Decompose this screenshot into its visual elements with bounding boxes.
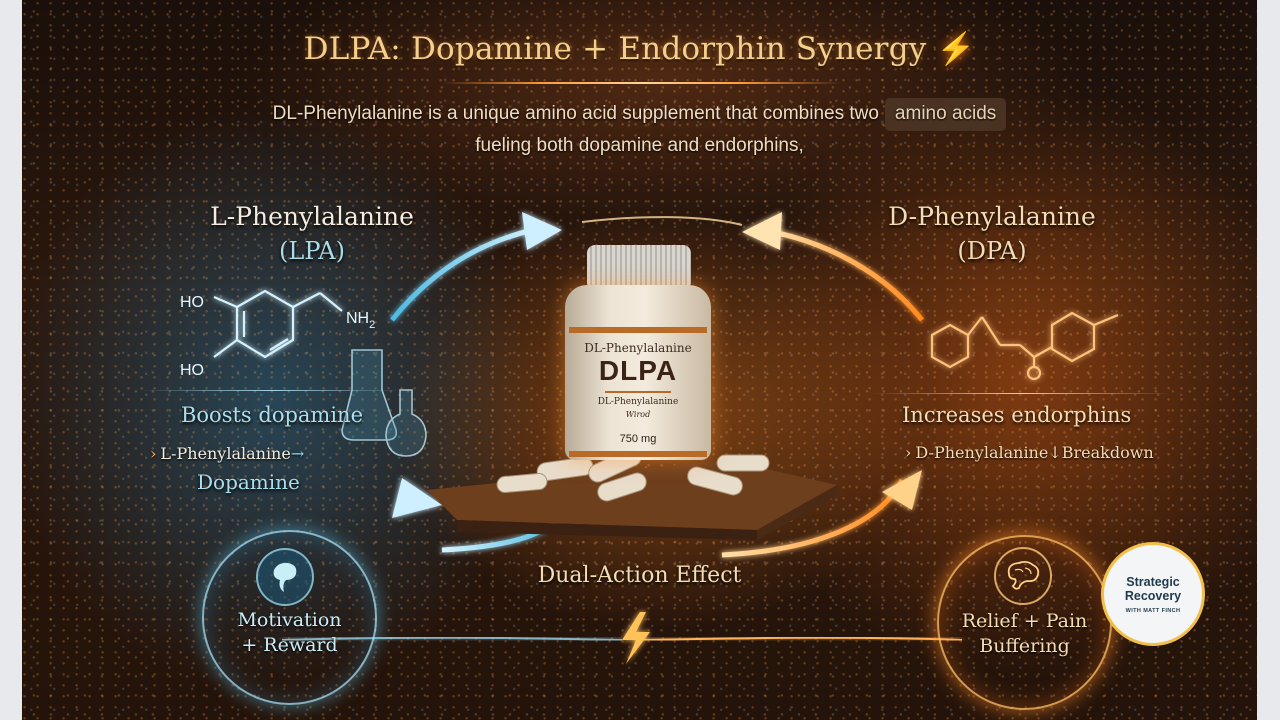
dopamine-molecule-diagram: HO HO NH2 (180, 289, 375, 379)
lpa-effect: Boosts dopamine (180, 403, 364, 427)
arrow-down-icon: ↓ (1048, 443, 1062, 462)
lightning-bolt-icon (622, 612, 650, 664)
lpa-pathway-target: Dopamine (197, 470, 300, 494)
dpa-abbr: (DPA) (957, 237, 1027, 265)
lpa-pathway: ›L-Phenylalanine→ (150, 444, 305, 463)
lightning-bolt-icon: ⚡ (936, 31, 976, 67)
intro-line-2: fueling both dopamine and endorphins, (475, 135, 804, 156)
amino-acids-tag: amino acids (884, 98, 1007, 131)
dpa-heading: D-Phenylalanine (DPA) (822, 200, 1162, 268)
strategic-recovery-logo: Strategic Recovery WITH MATT FINCH (1101, 542, 1205, 646)
hydroxyl-top-label: HO (180, 294, 204, 311)
dpa-divider (872, 393, 1172, 394)
title-divider (442, 82, 842, 84)
bottle-dose: 750 mg (619, 433, 657, 445)
hydroxyl-bottom-label: HO (180, 362, 204, 379)
chevron-right-icon: › (150, 444, 157, 463)
dlpa-bottle: DL-Phenylalanine DLPA DL-Phenylalanine W… (565, 245, 711, 460)
phenylalanine-molecule-diagram (930, 311, 1119, 381)
dpa-effect: Increases endorphins (902, 403, 1132, 427)
relief-pain-circle: Relief + Pain Buffering (937, 535, 1112, 710)
lpa-divider (142, 390, 402, 391)
dual-action-caption: Dual-Action Effect (537, 563, 742, 588)
lpa-abbr: (LPA) (279, 237, 345, 265)
infographic-canvas: DLPA: Dopamine + Endorphin Synergy ⚡ DL-… (22, 0, 1257, 720)
brain-icon (994, 547, 1052, 605)
dpa-pathway: ›D-Phenylalanine↓Breakdown (905, 443, 1154, 462)
brain-head-icon (256, 548, 314, 606)
intro-line-1: DL-Phenylalanine is a unique amino acid … (272, 103, 879, 124)
page-title: DLPA: Dopamine + Endorphin Synergy ⚡ (303, 31, 976, 67)
lpa-heading: L-Phenylalanine (LPA) (142, 200, 482, 268)
arrow-right-icon: → (290, 444, 305, 463)
motivation-reward-circle: Motivation + Reward (202, 530, 377, 705)
flask-icon (341, 349, 427, 457)
bottle-cap (587, 245, 691, 287)
bottle-brand: DLPA (598, 355, 678, 386)
chevron-right-icon: › (905, 443, 912, 462)
amine-label: NH2 (346, 310, 375, 331)
book-pedestal (427, 447, 837, 540)
intro-text: DL-Phenylalanine is a unique amino acid … (22, 98, 1257, 161)
bottle-label: DL-Phenylalanine DLPA DL-Phenylalanine W… (565, 285, 711, 460)
